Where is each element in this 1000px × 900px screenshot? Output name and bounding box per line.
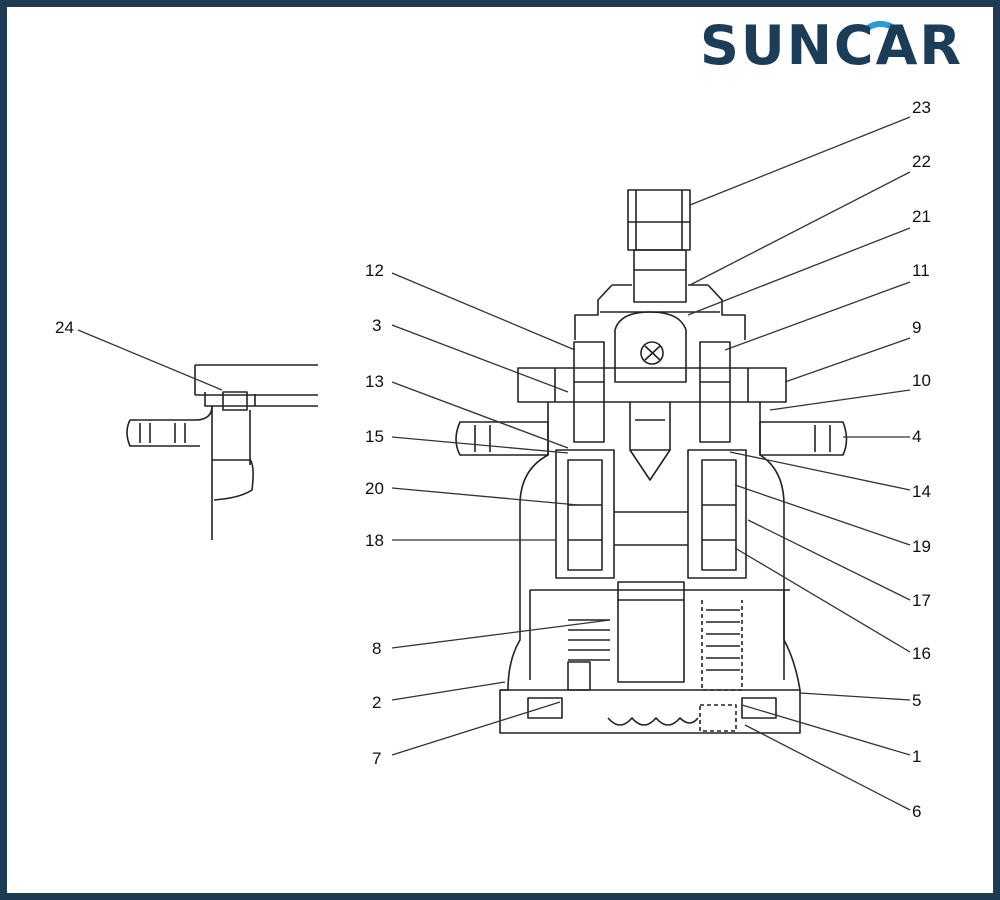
callout-2: 2 bbox=[372, 693, 381, 712]
callout-13: 13 bbox=[365, 372, 384, 391]
callout-23: 23 bbox=[912, 98, 931, 117]
callout-1: 1 bbox=[912, 747, 921, 766]
callout-4: 4 bbox=[912, 427, 921, 446]
callout-21: 21 bbox=[912, 207, 931, 226]
callout-14: 14 bbox=[912, 482, 931, 501]
callout-11: 11 bbox=[912, 261, 930, 280]
suncar-logo: SUNCAR bbox=[700, 16, 990, 76]
callout-18: 18 bbox=[365, 531, 384, 550]
leader-lines bbox=[77, 116, 911, 811]
logo-text: SUNCAR bbox=[700, 14, 963, 77]
callout-8: 8 bbox=[372, 639, 381, 658]
callout-labels: 23 22 21 11 9 10 4 14 19 17 16 5 1 6 12 … bbox=[55, 98, 931, 821]
callout-20: 20 bbox=[365, 479, 384, 498]
callout-22: 22 bbox=[912, 152, 931, 171]
callout-9: 9 bbox=[912, 318, 921, 337]
callout-3: 3 bbox=[372, 316, 381, 335]
callout-10: 10 bbox=[912, 371, 931, 390]
detail-view-24 bbox=[126, 364, 318, 540]
callout-17: 17 bbox=[912, 591, 931, 610]
valve-body bbox=[455, 189, 848, 734]
callout-19: 19 bbox=[912, 537, 931, 556]
callout-15: 15 bbox=[365, 427, 384, 446]
callout-7: 7 bbox=[372, 749, 381, 768]
callout-5: 5 bbox=[912, 691, 921, 710]
logo-accent-arc bbox=[865, 20, 899, 33]
callout-6: 6 bbox=[912, 802, 921, 821]
callout-24: 24 bbox=[55, 318, 74, 337]
callout-12: 12 bbox=[365, 261, 384, 280]
callout-16: 16 bbox=[912, 644, 931, 663]
